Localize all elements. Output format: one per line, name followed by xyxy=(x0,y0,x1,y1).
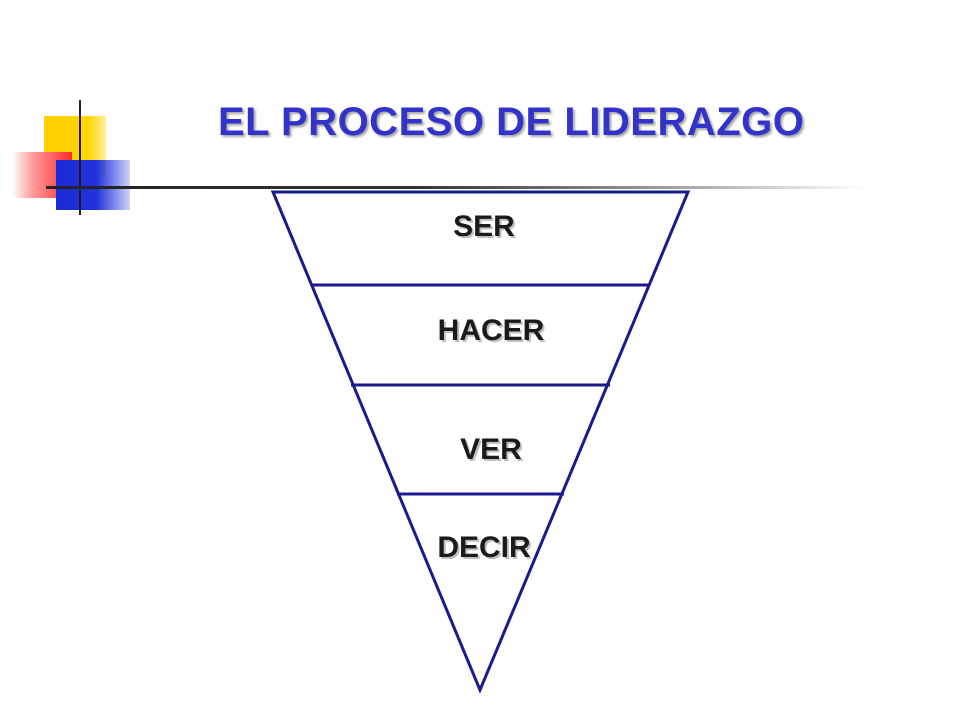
decorative-vertical-line xyxy=(79,100,81,215)
decorative-blue-square xyxy=(56,160,130,210)
title-underline xyxy=(46,186,866,189)
level-label-shadow: VER xyxy=(462,435,524,468)
slide-title: EL PROCESO DE LIDERAZGO xyxy=(218,100,805,144)
level-label-hacer: HACER xyxy=(438,314,545,347)
level-label-ver: VER xyxy=(460,433,522,466)
level-label-shadow: DECIR xyxy=(439,533,533,566)
level-label-shadow: SER xyxy=(455,212,517,245)
level-label-ser: SER xyxy=(453,210,515,243)
pyramid-outline xyxy=(270,190,691,694)
level-label-decir: DECIR xyxy=(437,531,531,564)
level-label-shadow: HACER xyxy=(440,316,547,349)
